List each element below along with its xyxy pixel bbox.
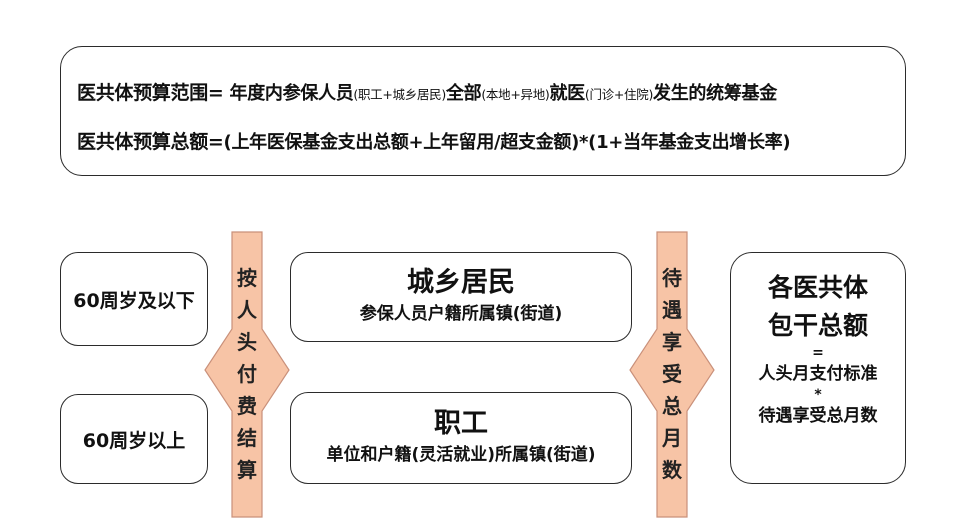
arrow-char: 受 [662, 362, 682, 386]
arrow-char: 费 [237, 394, 257, 418]
resident-subtitle: 参保人员户籍所属镇(街道) [359, 304, 563, 324]
worker-title: 职工 [434, 408, 488, 439]
age-group-label: 60周岁及以下 [73, 289, 195, 312]
age-group-over-60: 60周岁以上 [60, 394, 208, 484]
benefit-months-arrow [629, 231, 715, 518]
budget-formula-box: 医共体预算范围= 年度内参保人员(职工+城乡居民)全部(本地+异地)就医(门诊+… [60, 46, 906, 176]
total-title-line-1: 各医共体 [767, 273, 868, 302]
budget-total-label: 医共体预算总额= [77, 131, 224, 153]
formula-text: (上年医保基金支出总额+上年留用/超支金额)*(1+当年基金支出增长率) [223, 132, 791, 153]
budget-total-formula: 医共体预算总额=(上年医保基金支出总额+上年留用/超支金额)*(1+当年基金支出… [77, 127, 791, 154]
arrow-char: 算 [237, 458, 257, 482]
capitation-settlement-arrow [204, 231, 290, 518]
formula-note: (职工+城乡居民) [353, 87, 446, 102]
formula-note: (本地+异地) [481, 87, 550, 102]
arrow-char: 按 [237, 266, 257, 290]
employee-box: 职工 单位和户籍(灵活就业)所属镇(街道) [290, 392, 632, 484]
budget-scope-label: 医共体预算范围= [77, 82, 224, 104]
arrow-char: 头 [237, 330, 257, 354]
arrow-char: 待 [662, 266, 682, 290]
total-title-line-2: 包干总额 [767, 311, 868, 340]
benefit-months-label: 待 遇 享 受 总 月 数 [657, 262, 687, 486]
age-group-under-60: 60周岁及以下 [60, 252, 208, 346]
total-benefit-months: 待遇享受总月数 [758, 406, 878, 426]
arrow-char: 付 [237, 362, 257, 386]
arrow-char: 总 [662, 394, 682, 418]
formula-text: 全部 [445, 83, 482, 104]
arrow-shape [204, 231, 290, 518]
arrow-char: 月 [662, 426, 682, 450]
age-group-label: 60周岁以上 [82, 429, 186, 452]
arrow-char: 数 [662, 458, 682, 482]
monthly-payment-standard: 人头月支付标准 [758, 364, 878, 384]
worker-subtitle: 单位和户籍(灵活就业)所属镇(街道) [326, 445, 596, 465]
formula-text: 年度内参保人员 [223, 83, 354, 104]
arrow-char: 遇 [662, 298, 682, 322]
arrow-char: 享 [662, 330, 682, 354]
arrow-char: 结 [237, 426, 257, 450]
urban-rural-resident-box: 城乡居民 参保人员户籍所属镇(街道) [290, 252, 632, 342]
arrow-shape [629, 231, 715, 518]
capitation-settlement-label: 按 人 头 付 费 结 算 [232, 262, 262, 486]
formula-text: 发生的统筹基金 [653, 83, 777, 104]
budget-scope-formula: 医共体预算范围= 年度内参保人员(职工+城乡居民)全部(本地+异地)就医(门诊+… [77, 78, 777, 105]
lump-sum-total-box: 各医共体 包干总额 = 人头月支付标准 * 待遇享受总月数 [730, 252, 906, 484]
arrow-char: 人 [237, 298, 257, 322]
multiply-sign: * [814, 387, 822, 403]
formula-note: (门诊+住院) [584, 87, 654, 102]
formula-text: 就医 [549, 83, 585, 104]
equals-sign: = [812, 345, 824, 361]
resident-title: 城乡居民 [407, 267, 515, 298]
